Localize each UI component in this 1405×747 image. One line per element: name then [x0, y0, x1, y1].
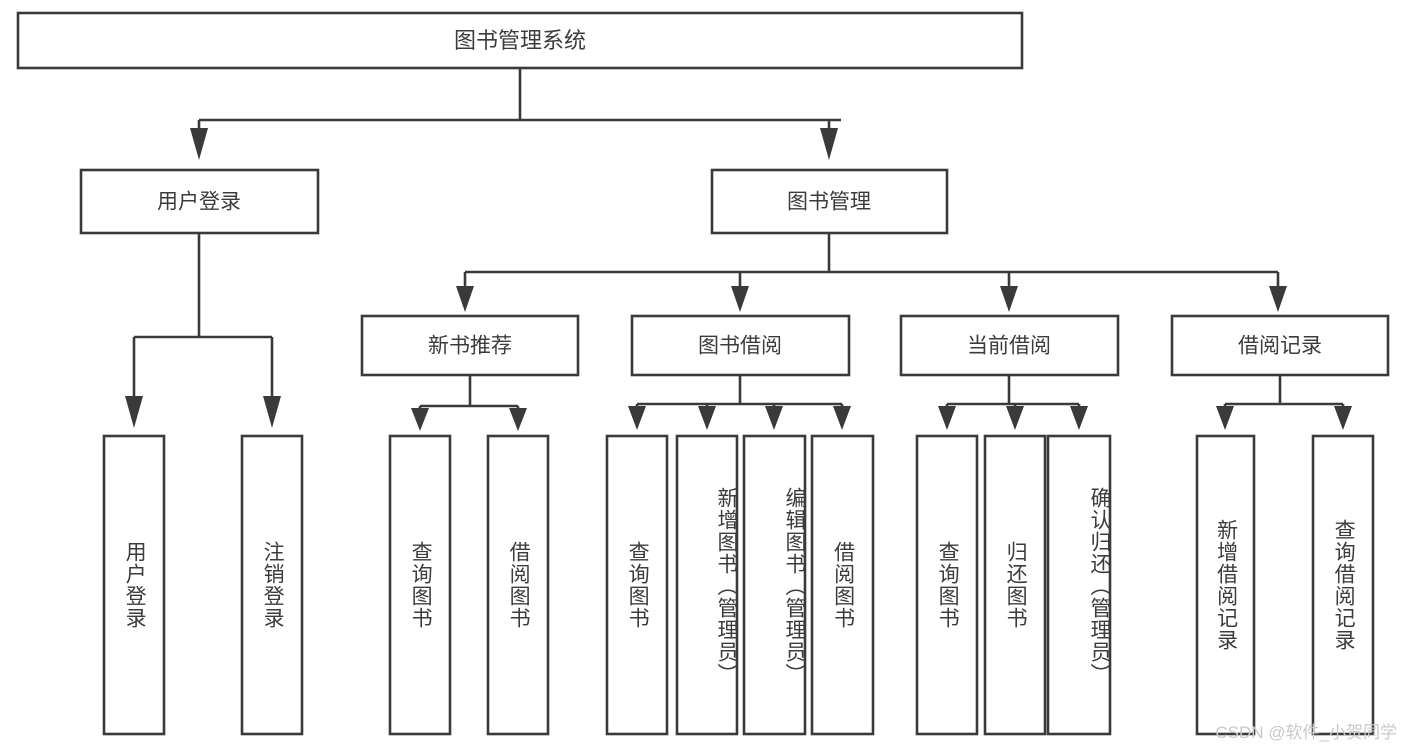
node-book-borrow-label: 图书借阅 — [698, 335, 782, 358]
arrow-cb-leaf2-icon — [1006, 406, 1024, 430]
node-book-management[interactable]: 图书管理 — [710, 168, 949, 235]
arrow-br-leaf2-icon — [1334, 406, 1352, 430]
arrow-bm-to-book-borrow-icon — [731, 286, 749, 312]
node-leaf-query-record-box[interactable] — [1311, 434, 1375, 736]
edge-group-root — [190, 68, 841, 160]
node-current-borrow[interactable]: 当前借阅 — [899, 314, 1120, 377]
node-borrow-record[interactable]: 借阅记录 — [1170, 314, 1390, 377]
arrow-bb-leaf3-icon — [765, 406, 783, 430]
node-leaf-add-record-box[interactable] — [1195, 434, 1256, 736]
edge-group-borrow-record — [1216, 375, 1352, 430]
edge-group-book-management — [456, 233, 1287, 312]
arrow-bb-leaf4-icon — [833, 406, 851, 430]
arrow-bm-to-current-borrow-icon — [1000, 286, 1018, 312]
arrow-bm-to-new-book-recommend-icon — [456, 286, 474, 312]
node-leaf-query-book-1-box[interactable] — [388, 434, 452, 736]
node-leaf-logout-login-box[interactable] — [240, 434, 304, 736]
edge-group-user-login — [125, 233, 281, 428]
node-leaf-user-login-box[interactable] — [102, 434, 166, 736]
edge-group-new-book-recommend — [411, 375, 527, 431]
node-new-book-recommend[interactable]: 新书推荐 — [360, 314, 580, 377]
node-user-login-label: 用户登录 — [157, 191, 241, 214]
arrow-nbr-leaf1-icon — [411, 408, 429, 431]
arrow-bm-to-borrow-record-icon — [1269, 286, 1287, 312]
node-root-box[interactable] — [16, 11, 1024, 70]
node-current-borrow-box[interactable] — [899, 314, 1120, 377]
node-root[interactable]: 图书管理系统 — [16, 11, 1024, 70]
node-leaf-borrow-book-2-box[interactable] — [810, 434, 875, 736]
node-book-management-label: 图书管理 — [787, 191, 871, 214]
edge-group-book-borrow — [628, 375, 851, 430]
arrow-br-leaf1-icon — [1216, 406, 1234, 430]
node-leaf-return-book-box[interactable] — [983, 434, 1047, 736]
arrow-root-to-user-login-icon — [190, 128, 208, 160]
node-new-book-recommend-label: 新书推荐 — [428, 335, 512, 358]
node-leaf-borrow-book-1-box[interactable] — [486, 434, 550, 736]
arrow-nbr-leaf2-icon — [509, 408, 527, 431]
edge-group-current-borrow — [938, 375, 1088, 430]
node-leaf-query-book-2-box[interactable] — [605, 434, 669, 736]
csdn-watermark: CSDN @软件_小贺同学 — [1215, 723, 1397, 742]
node-book-borrow-box[interactable] — [630, 314, 851, 377]
arrow-user-login-leaf1-icon — [125, 396, 143, 428]
node-user-login-box[interactable] — [79, 168, 320, 235]
arrow-cb-leaf1-icon — [938, 406, 956, 430]
node-leaf-edit-book-box[interactable] — [742, 434, 807, 736]
node-user-login[interactable]: 用户登录 — [79, 168, 320, 235]
node-book-management-box[interactable] — [710, 168, 949, 235]
node-leaf-query-book-3-box[interactable] — [915, 434, 979, 736]
arrow-bb-leaf2-icon — [698, 406, 716, 430]
node-leaf-add-book-box[interactable] — [675, 434, 739, 736]
leaf-boxes — [102, 434, 1375, 736]
node-current-borrow-label: 当前借阅 — [967, 335, 1051, 358]
node-borrow-record-label: 借阅记录 — [1238, 335, 1322, 358]
node-new-book-recommend-box[interactable] — [360, 314, 580, 377]
arrow-root-to-book-management-icon — [820, 128, 838, 160]
arrow-user-login-leaf2-icon — [263, 396, 281, 428]
arrow-cb-leaf3-icon — [1070, 406, 1088, 430]
node-book-borrow[interactable]: 图书借阅 — [630, 314, 851, 377]
node-borrow-record-box[interactable] — [1170, 314, 1390, 377]
node-root-label: 图书管理系统 — [454, 28, 586, 53]
arrow-bb-leaf1-icon — [628, 406, 646, 430]
node-leaf-confirm-return-box[interactable] — [1046, 434, 1112, 736]
